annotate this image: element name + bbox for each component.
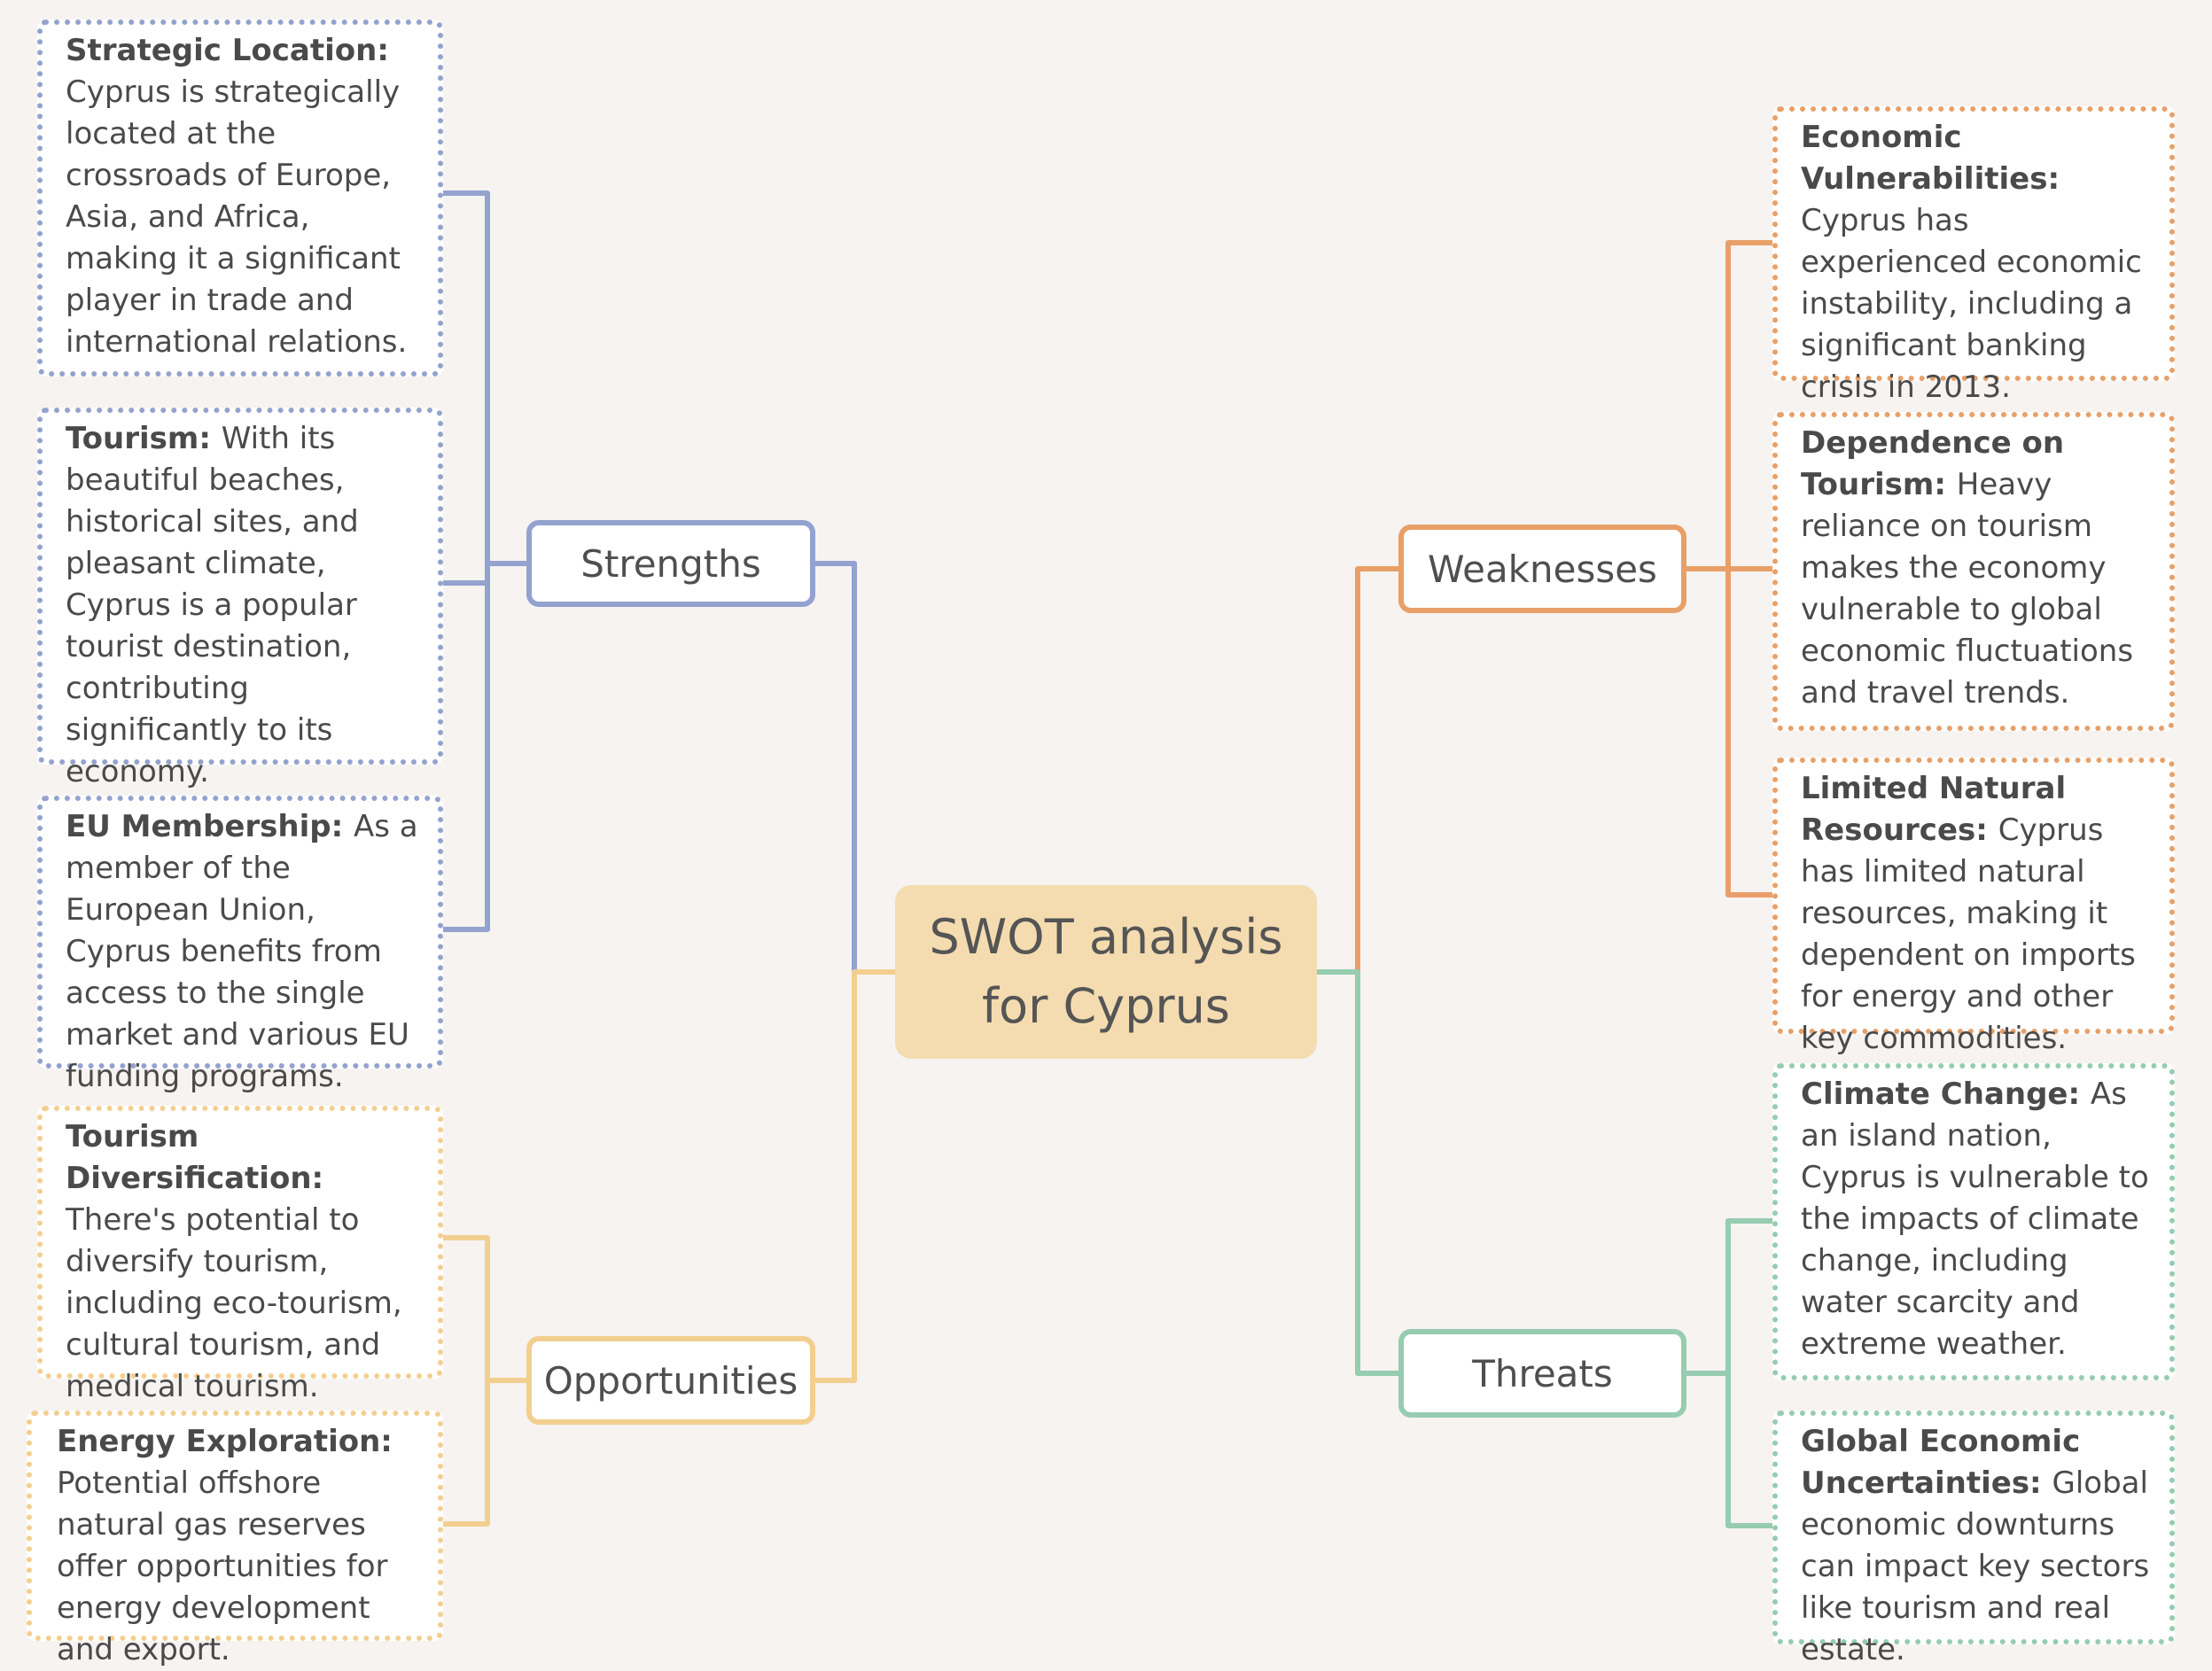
leaf-tourism[interactable]: Tourism: With its beautiful beaches, his… xyxy=(37,408,443,789)
leaf-title: Energy Exploration: xyxy=(57,1424,393,1459)
leaf-text: Cyprus has experienced economic instabil… xyxy=(1801,203,2142,405)
root-title-line-1: SWOT analysis xyxy=(929,909,1283,965)
leaf-strategic-location[interactable]: Strategic Location: Cyprus is strategica… xyxy=(37,19,443,377)
leaf-text: As a member of the European Union, Cypru… xyxy=(66,809,418,1094)
leaf-economic-vulnerabilities[interactable]: Economic Vulnerabilities: Cyprus has exp… xyxy=(1772,106,2175,405)
leaf-title: Limited Natural Resources: xyxy=(1801,771,2067,848)
branch-opportunities-label: Opportunities xyxy=(543,1358,798,1403)
leaf-text: Heavy reliance on tourism makes the econ… xyxy=(1801,467,2134,711)
branch-threats[interactable]: Threats xyxy=(1398,1329,1686,1418)
branch-strengths[interactable]: Strengths xyxy=(526,520,815,607)
leaf-text: Potential offshore natural gas reserves … xyxy=(57,1465,388,1667)
leaf-text: Global economic downturns can impact key… xyxy=(1801,1465,2150,1667)
connector-root-threats xyxy=(1314,969,1401,1376)
branch-weaknesses[interactable]: Weaknesses xyxy=(1398,525,1686,613)
leaf-text: As an island nation, Cyprus is vulnerabl… xyxy=(1801,1076,2149,1362)
leaf-title: Economic Vulnerabilities: xyxy=(1801,120,2060,197)
leaf-climate-change[interactable]: Climate Change: As an island nation, Cyp… xyxy=(1772,1063,2175,1380)
leaf-title: Tourism: xyxy=(66,421,222,456)
leaf-text: There's potential to diversify tourism, … xyxy=(66,1202,402,1404)
root-title-line-2: for Cyprus xyxy=(982,978,1230,1034)
leaf-title: Dependence on Tourism: xyxy=(1801,425,2065,502)
leaf-energy-exploration[interactable]: Energy Exploration: Potential offshore n… xyxy=(27,1411,443,1667)
connector-opportunities-leaves xyxy=(440,1235,529,1527)
leaf-title: EU Membership: xyxy=(66,809,354,844)
leaf-title: Global Economic Uncertainties: xyxy=(1801,1424,2081,1501)
root-topic[interactable]: SWOT analysis for Cyprus xyxy=(895,885,1317,1059)
connector-root-strengths xyxy=(813,561,898,975)
connector-weaknesses-leaves xyxy=(1684,240,1775,898)
leaf-title: Climate Change: xyxy=(1801,1076,2091,1112)
connector-strengths-leaves xyxy=(440,190,529,932)
leaf-dependence-on-tourism[interactable]: Dependence on Tourism: Heavy reliance on… xyxy=(1772,412,2175,731)
branch-strengths-label: Strengths xyxy=(580,541,761,586)
leaf-text: Cyprus has limited natural resources, ma… xyxy=(1801,812,2136,1056)
leaf-title: Tourism Diversification: xyxy=(66,1119,324,1196)
leaf-title: Strategic Location: xyxy=(66,33,389,68)
leaf-text: Cyprus is strategically located at the c… xyxy=(66,74,408,360)
branch-threats-label: Threats xyxy=(1472,1351,1613,1395)
leaf-limited-natural-resources[interactable]: Limited Natural Resources: Cyprus has li… xyxy=(1772,758,2175,1056)
connector-root-weaknesses xyxy=(1314,566,1401,975)
connector-root-opportunities xyxy=(813,969,898,1383)
leaf-tourism-diversification[interactable]: Tourism Diversification: There's potenti… xyxy=(37,1106,443,1404)
leaf-eu-membership[interactable]: EU Membership: As a member of the Europe… xyxy=(37,796,443,1094)
leaf-global-economic-uncertainties[interactable]: Global Economic Uncertainties: Global ec… xyxy=(1772,1411,2175,1667)
leaf-text: With its beautiful beaches, historical s… xyxy=(66,421,359,789)
branch-opportunities[interactable]: Opportunities xyxy=(526,1336,815,1425)
connector-threats-leaves xyxy=(1684,1218,1775,1528)
branch-weaknesses-label: Weaknesses xyxy=(1428,547,1657,591)
